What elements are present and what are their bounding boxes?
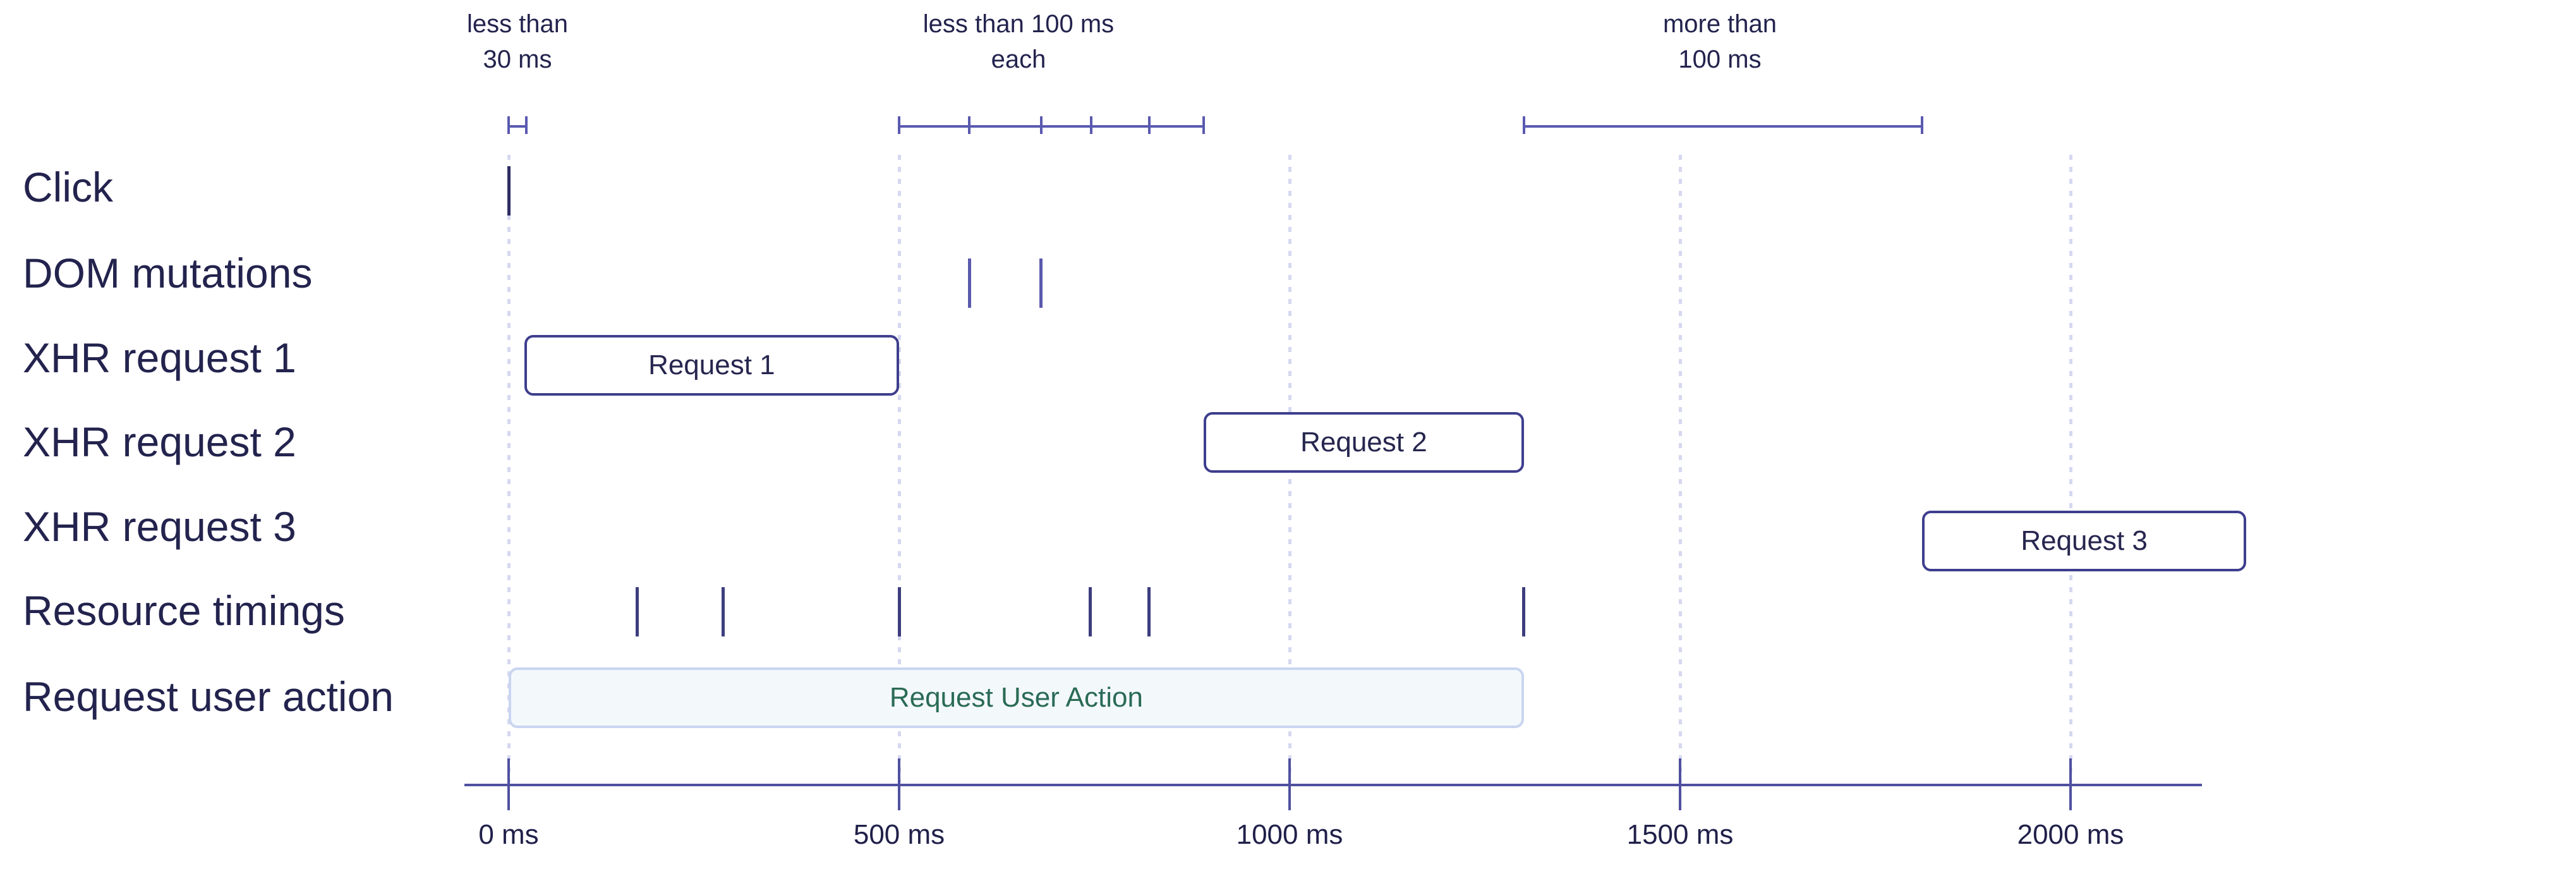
event-box-request-1: Request 1	[524, 335, 899, 396]
event-tick-resource-timings	[897, 587, 901, 636]
event-tick-resource-timings	[1522, 587, 1526, 636]
axis-tick-label-500ms: 500 ms	[853, 819, 945, 850]
box-label: Request 2	[1300, 427, 1427, 458]
event-tick-resource-timings	[636, 587, 639, 636]
annotation-line: 100 ms	[1678, 46, 1762, 73]
event-box-request-2: Request 2	[1204, 412, 1524, 473]
bracket-tick	[1147, 116, 1151, 134]
axis-tick-2000ms	[2069, 758, 2072, 810]
event-tick-dom-mutations	[1039, 259, 1043, 308]
event-tick-dom-mutations	[967, 259, 971, 308]
bracket-line	[509, 125, 527, 128]
gridline-1500ms	[1678, 155, 1682, 782]
box-label: Request 1	[648, 350, 775, 380]
gridline-0ms	[507, 155, 511, 782]
box-label: Request User Action	[889, 682, 1143, 713]
gridline-2000ms	[2069, 155, 2072, 782]
row-label-request-user-action: Request user action	[23, 673, 394, 720]
annotation-line: each	[991, 46, 1046, 73]
annotation-line: less than 100 ms	[922, 10, 1115, 38]
annotation-less-than-100ms-each: less than 100 ms each	[797, 6, 1240, 77]
axis-tick-label-2000ms: 2000 ms	[2017, 819, 2124, 850]
row-label-resource-timings: Resource timings	[23, 587, 345, 634]
annotation-more-than-100ms: more than 100 ms	[1499, 6, 1941, 77]
bracket-tick	[1921, 116, 1924, 134]
axis-tick-label-1500ms: 1500 ms	[1626, 819, 1734, 850]
bracket-tick	[525, 116, 528, 134]
annotation-less-than-30ms: less than 30 ms	[296, 6, 739, 77]
axis-tick-0ms	[507, 758, 510, 810]
axis-tick-1500ms	[1679, 758, 1681, 810]
bracket-ruler	[898, 116, 1206, 144]
annotation-line: less than	[466, 10, 569, 38]
bracket-tick	[968, 116, 971, 134]
bracket-tick	[507, 116, 510, 134]
row-label-xhr-request-3: XHR request 3	[23, 503, 296, 550]
bracket-tick	[1039, 116, 1043, 134]
row-label-xhr-request-1: XHR request 1	[23, 334, 296, 381]
bracket-tick	[898, 116, 900, 134]
time-axis-line	[464, 784, 2202, 786]
bracket-tick	[1090, 116, 1093, 134]
box-label: Request 3	[2021, 525, 2148, 556]
bracket-ruler	[1522, 116, 1924, 144]
event-tick-click	[507, 166, 511, 216]
bracket-tick	[1522, 116, 1525, 134]
bracket-ruler	[507, 116, 528, 144]
row-label-dom-mutations: DOM mutations	[23, 250, 313, 296]
event-tick-resource-timings	[1089, 587, 1092, 636]
bracket-line	[1523, 125, 1923, 128]
event-tick-resource-timings	[1147, 587, 1151, 636]
event-tick-resource-timings	[722, 587, 725, 636]
annotation-line: 30 ms	[483, 46, 552, 73]
axis-tick-1000ms	[1288, 758, 1291, 810]
annotation-line: more than	[1662, 10, 1777, 38]
bracket-line	[899, 125, 1204, 128]
axis-tick-500ms	[898, 758, 900, 810]
event-box-request-3: Request 3	[1922, 511, 2247, 571]
row-label-click: Click	[23, 164, 113, 210]
axis-tick-label-1000ms: 1000 ms	[1236, 819, 1343, 850]
event-box-request-user-action: Request User Action	[509, 667, 1524, 728]
row-label-xhr-request-2: XHR request 2	[23, 418, 296, 465]
gridline-500ms	[897, 155, 901, 782]
bracket-tick	[1202, 116, 1206, 134]
axis-tick-label-0ms: 0 ms	[478, 819, 539, 850]
